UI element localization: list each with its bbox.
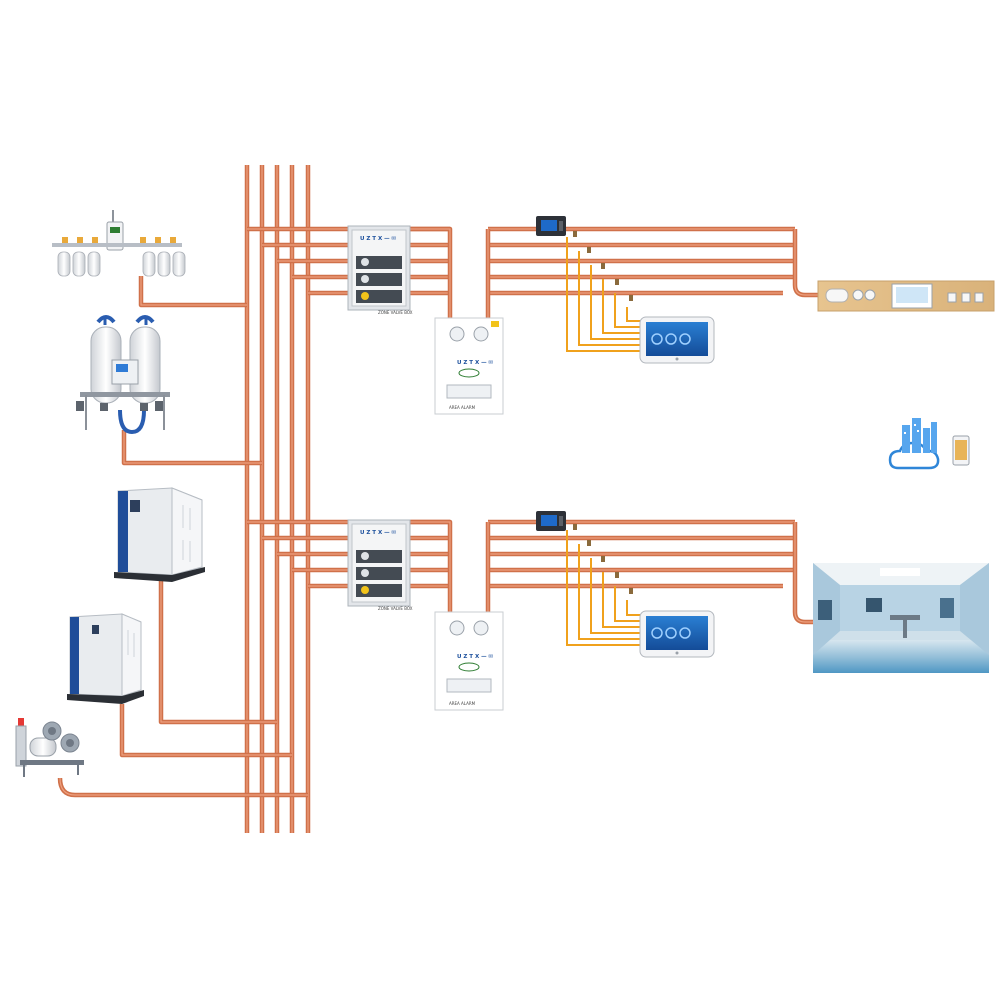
area-alarm-panel: ᑌ Z T X — ✉ AREA ALARM (434, 317, 504, 415)
cylinder-manifold-icon (52, 210, 186, 277)
zone-valve-box: ᑌ Z T X — ✉ ZONE VALVE BOX (347, 225, 413, 315)
copper-pipe-highlight (794, 522, 813, 623)
touch-display-panel (639, 316, 715, 364)
copper-pipe-highlight (794, 229, 818, 296)
cloud-icon (888, 418, 940, 470)
oxygen-feed-pipe (121, 430, 262, 466)
smartphone-icon (952, 435, 970, 466)
alarm-brand: ᑌ Z T X — ✉ (457, 359, 494, 366)
compressor-icon (67, 613, 144, 704)
sensor-tap (629, 295, 633, 301)
compressor-feed-pipe (158, 578, 277, 725)
zone-valve-caption: ZONE VALVE BOX (378, 606, 413, 611)
terminal-feed-pipe (792, 522, 813, 625)
touch-display-panel (639, 610, 715, 658)
copper-pipe-highlight (140, 276, 247, 306)
monitor-module-icon (536, 216, 566, 236)
monitor-module-icon (536, 511, 566, 531)
copper-pipe-highlight (410, 228, 451, 324)
zone-valve-caption: ZONE VALVE BOX (378, 310, 413, 315)
copper-pipe-highlight (121, 704, 292, 756)
sensor-tap (615, 572, 619, 578)
sensor-tap (601, 263, 605, 269)
alarm-signal-line (578, 251, 640, 346)
copper-pipe-highlight (59, 777, 308, 796)
vacuum-pump-icon (15, 718, 84, 777)
alarm-brand: ᑌ Z T X — ✉ (457, 653, 494, 660)
copper-pipe-highlight (410, 521, 451, 617)
copper-pipe-highlight (123, 430, 262, 464)
alarm-signal-line (578, 544, 640, 640)
area-alarm-panel: ᑌ Z T X — ✉ AREA ALARM (434, 611, 504, 711)
panel-brand: ᑌ Z T X — ✉ (360, 529, 397, 536)
alarm-signal-line (566, 530, 640, 646)
sensor-tap (587, 247, 591, 253)
sensor-tap (615, 279, 619, 285)
alarm-signal-line (602, 572, 640, 628)
compressor-icon (114, 487, 205, 582)
alarm-signal-line (590, 558, 640, 634)
alarm-signal-line (614, 293, 640, 328)
sensor-tap (587, 540, 591, 546)
cylinder-feed-pipe (138, 276, 247, 308)
oxygen-generator-icon (76, 315, 170, 435)
operating-room-image (813, 563, 989, 673)
zone-valve-box: ᑌ Z T X — ✉ ZONE VALVE BOX (347, 519, 413, 611)
terminal-feed-pipe (792, 229, 818, 298)
alarm-caption: AREA ALARM (449, 405, 476, 410)
alarm-signal-line (626, 600, 640, 616)
sensor-tap (573, 231, 577, 237)
alarm-signal-line (626, 307, 640, 322)
alarm-caption: AREA ALARM (449, 701, 476, 706)
sensor-tap (601, 556, 605, 562)
alarm-signal-line (590, 265, 640, 340)
sensor-tap (629, 588, 633, 594)
sensor-tap (573, 524, 577, 530)
panel-brand: ᑌ Z T X — ✉ (360, 235, 397, 242)
alarm-signal-line (614, 586, 640, 622)
alarm-signal-line (602, 279, 640, 334)
bed-head-unit (817, 280, 995, 312)
alarm-signal-line (566, 237, 640, 352)
alarm-signal-lines (566, 237, 640, 646)
vacuum-feed-pipe (57, 777, 308, 798)
compressor-feed-pipe (119, 704, 292, 758)
copper-pipe-highlight (160, 578, 277, 723)
